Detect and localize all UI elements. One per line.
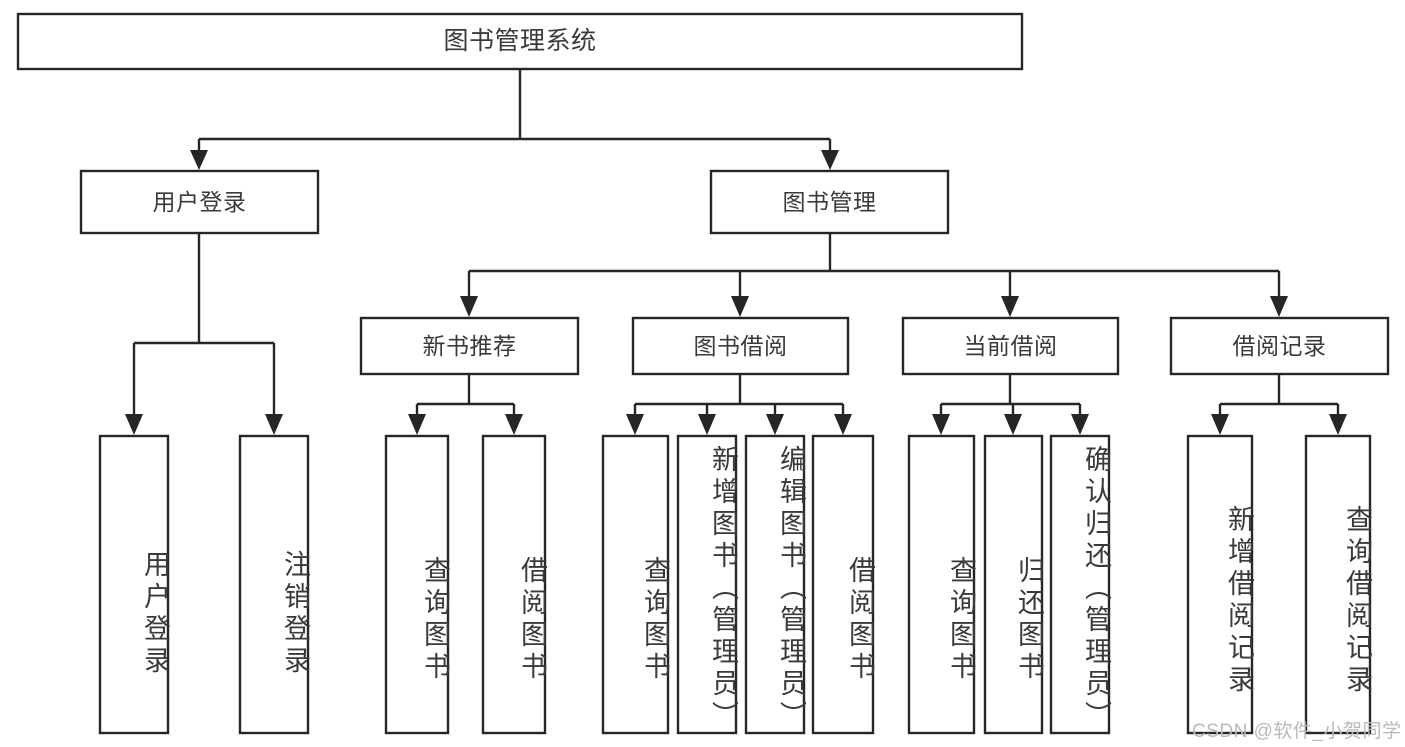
- leaf-box-user-logout[interactable]: [238, 434, 310, 735]
- leaf-box-user-login[interactable]: [98, 434, 170, 735]
- node-box-borrow-record[interactable]: [1169, 316, 1390, 376]
- leaf-box-add-borrow-record[interactable]: [1186, 434, 1254, 735]
- leaf-box-return-book[interactable]: [983, 434, 1044, 735]
- connector-book-borrow-to-leaves: [626, 374, 852, 435]
- node-box-new-book-recommend[interactable]: [359, 316, 580, 376]
- connector-current-borrow-to-leaves: [932, 374, 1089, 435]
- leaf-box-edit-book-admin[interactable]: [744, 434, 806, 735]
- connector-user-login-to-leaves: [125, 233, 283, 435]
- node-box-current-borrow[interactable]: [901, 316, 1120, 376]
- leaf-box-query-book-borrow[interactable]: [601, 434, 670, 735]
- leaf-box-query-borrow-record[interactable]: [1304, 434, 1372, 735]
- node-box-book-borrow[interactable]: [631, 316, 850, 376]
- node-box-book-management[interactable]: [709, 169, 950, 235]
- leaf-box-confirm-return-admin[interactable]: [1049, 434, 1111, 735]
- connector-new-book-recommend-to-leaves: [408, 374, 523, 435]
- leaf-box-borrow-book[interactable]: [811, 434, 875, 735]
- node-box-user-login[interactable]: [79, 169, 320, 235]
- node-box-root[interactable]: [16, 12, 1024, 71]
- connector-book-management-to-level3: [460, 233, 1288, 317]
- leaf-box-query-book-current[interactable]: [907, 434, 976, 735]
- connector-root-to-level2: [190, 69, 839, 170]
- leaf-box-query-book-recommend[interactable]: [384, 434, 450, 735]
- leaf-box-borrow-book-recommend[interactable]: [481, 434, 547, 735]
- connector-borrow-record-to-leaves: [1211, 374, 1347, 435]
- leaf-box-add-book-admin[interactable]: [676, 434, 738, 735]
